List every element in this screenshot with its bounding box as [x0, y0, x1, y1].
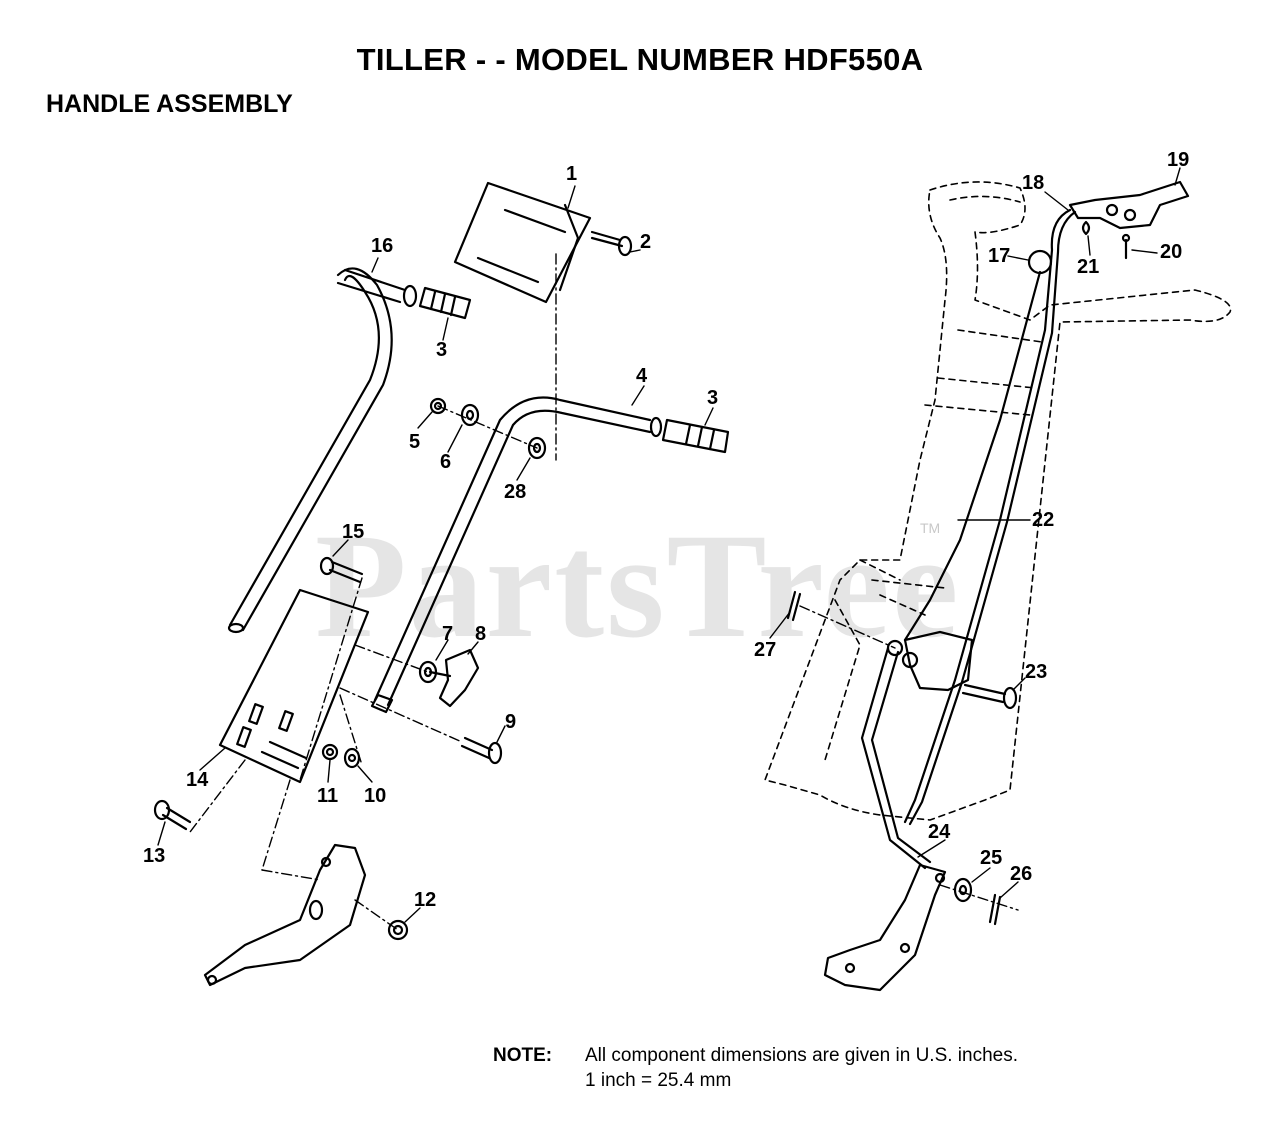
part-16-handle-tube	[227, 267, 418, 634]
callout-15: 15	[342, 521, 364, 543]
left-assembly-guide-lines	[189, 253, 557, 931]
lower-bracket-right	[823, 863, 947, 992]
part-17-knob	[1027, 249, 1053, 275]
part-24-shift-rod	[860, 646, 932, 870]
callout-labels: 1 2 16 3 4 3 5 6 28 15 7 8 9 14 11 10 13…	[143, 149, 1189, 911]
part-13-bolt	[153, 799, 192, 831]
callout-17: 17	[988, 245, 1010, 267]
part-11-nut	[321, 743, 339, 761]
callout-3-left: 3	[436, 339, 447, 361]
callout-5: 5	[409, 431, 420, 453]
part-14-mounting-plate	[218, 588, 370, 784]
part-21-clip	[1081, 220, 1091, 236]
part-3-grip-right	[661, 418, 730, 454]
part-10-washer	[343, 747, 361, 769]
callout-22: 22	[1032, 509, 1054, 531]
watermark: PartsTree	[315, 503, 961, 669]
callout-21: 21	[1077, 256, 1099, 278]
part-23-bolt	[961, 683, 1018, 710]
part-4-handle-tube	[370, 396, 663, 714]
callout-2: 2	[640, 231, 651, 253]
callout-18: 18	[1022, 172, 1044, 194]
part-25-washer	[953, 877, 973, 903]
tiller-frame-outline	[764, 181, 1232, 821]
callout-10: 10	[364, 785, 386, 807]
part-26-pin	[988, 893, 1002, 926]
lower-bracket	[203, 843, 367, 987]
callout-19: 19	[1167, 149, 1189, 171]
callout-3-right: 3	[707, 387, 718, 409]
part-20-pin	[1121, 233, 1131, 260]
note-label: NOTE:	[493, 1045, 553, 1066]
callout-1: 1	[566, 163, 577, 185]
callout-7: 7	[442, 623, 453, 645]
part-12-nut	[387, 919, 409, 941]
callout-20: 20	[1160, 241, 1182, 263]
callout-27: 27	[754, 639, 776, 661]
note-text-line-2: 1 inch = 25.4 mm	[585, 1070, 732, 1091]
callout-9: 9	[505, 711, 516, 733]
callout-23: 23	[1025, 661, 1047, 683]
part-22-control-cable	[903, 208, 1077, 826]
callout-8: 8	[475, 623, 486, 645]
callout-28: 28	[504, 481, 526, 503]
part-27-pin	[786, 590, 802, 622]
callout-25: 25	[980, 847, 1002, 869]
right-assembly-guide-lines	[799, 605, 1019, 911]
callout-16: 16	[371, 235, 393, 257]
part-1-control-plate	[453, 181, 592, 304]
callout-6: 6	[440, 451, 451, 473]
callout-13: 13	[143, 845, 165, 867]
part-3-grip-left	[418, 286, 472, 320]
part-8-knob	[428, 648, 480, 708]
part-2-bolt	[590, 230, 633, 257]
part-28-washer	[527, 436, 547, 460]
part-15-bolt	[319, 556, 364, 584]
callout-12: 12	[414, 889, 436, 911]
callout-4: 4	[636, 365, 648, 387]
part-19-lever	[1068, 180, 1190, 230]
watermark-tm: TM	[920, 520, 941, 536]
part-5-nut	[429, 397, 447, 415]
page-title: TILLER - - MODEL NUMBER HDF550A	[356, 42, 924, 77]
part-9-bolt	[460, 736, 503, 765]
section-title: HANDLE ASSEMBLY	[46, 90, 293, 118]
callout-11: 11	[317, 785, 338, 807]
callout-24: 24	[928, 821, 951, 843]
callout-leaders	[157, 167, 1181, 923]
callout-26: 26	[1010, 863, 1032, 885]
callout-14: 14	[186, 769, 209, 791]
note-text-line-1: All component dimensions are given in U.…	[585, 1045, 1019, 1066]
